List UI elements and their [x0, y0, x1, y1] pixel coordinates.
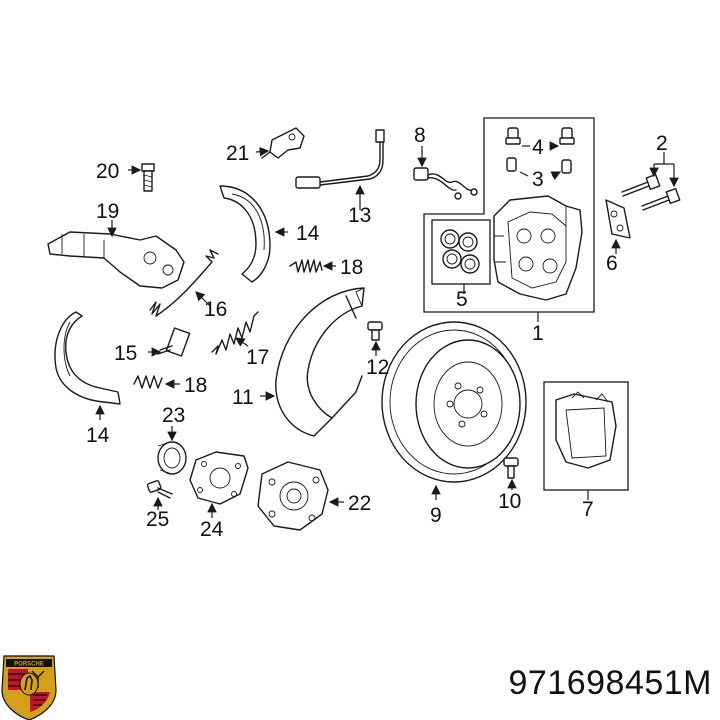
bolt-25 — [146, 480, 173, 499]
wear-sensor-8 — [413, 167, 478, 200]
seal-kit-5 — [440, 229, 480, 274]
wheel-bearing-23 — [157, 441, 187, 475]
gasket-24 — [189, 451, 249, 505]
callout-8: 8 — [414, 124, 426, 147]
callout-7: 7 — [582, 498, 594, 521]
callout-18-lower: 18 — [184, 374, 207, 397]
brake-pads-7 — [543, 381, 629, 491]
svg-text:PORSCHE: PORSCHE — [14, 662, 44, 668]
brake-shoe-upper-14 — [219, 185, 271, 283]
callout-21: 21 — [226, 142, 249, 165]
callout-19: 19 — [96, 200, 119, 223]
callout-17: 17 — [246, 346, 269, 369]
brake-disc-9 — [381, 321, 527, 483]
callout-9: 9 — [430, 504, 442, 527]
brake-shoe-lower-14 — [54, 311, 121, 405]
callout-23: 23 — [162, 404, 185, 427]
callout-18-upper: 18 — [340, 256, 363, 279]
callout-14-upper: 14 — [296, 222, 320, 245]
porsche-crest-logo: PORSCHE — [1, 655, 57, 720]
brake-hose-13 — [295, 129, 385, 189]
callout-11: 11 — [232, 386, 254, 409]
spring-18-lower — [133, 375, 163, 389]
spring-16 — [149, 249, 219, 317]
callout-5: 5 — [456, 288, 468, 311]
bleed-screw-3 — [506, 157, 572, 174]
caliper-bolt-2 — [621, 173, 681, 211]
callout-25: 25 — [146, 508, 169, 531]
callout-12: 12 — [366, 356, 389, 379]
callout-24: 24 — [200, 518, 224, 541]
callout-3: 3 — [532, 168, 544, 191]
callout-13: 13 — [348, 204, 371, 227]
callout-6: 6 — [606, 252, 618, 275]
brake-caliper — [493, 195, 583, 301]
callout-1: 1 — [532, 322, 544, 345]
piston-cap-4 — [505, 127, 575, 145]
callout-4: 4 — [532, 136, 544, 159]
bolt-10 — [503, 457, 519, 479]
wheel-hub-22 — [257, 461, 329, 531]
callout-2: 2 — [656, 132, 668, 155]
callout-14-lower: 14 — [86, 424, 110, 447]
spring-17 — [211, 311, 259, 355]
callout-22: 22 — [348, 492, 371, 515]
bolt-20 — [141, 163, 155, 192]
callout-10: 10 — [498, 490, 521, 513]
callout-20: 20 — [96, 160, 119, 183]
spring-18-upper — [289, 259, 323, 273]
adjuster-15 — [157, 327, 191, 357]
pad-retainer-6 — [605, 199, 631, 239]
callout-15: 15 — [114, 342, 137, 365]
caliper-box-1 — [423, 117, 595, 313]
callout-16: 16 — [204, 298, 227, 321]
parking-brake-actuator-19 — [47, 231, 185, 289]
part-number: 971698451M — [508, 664, 712, 702]
sensor-21 — [261, 127, 305, 159]
bolt-12 — [367, 321, 383, 341]
backing-plate-11 — [275, 287, 365, 437]
